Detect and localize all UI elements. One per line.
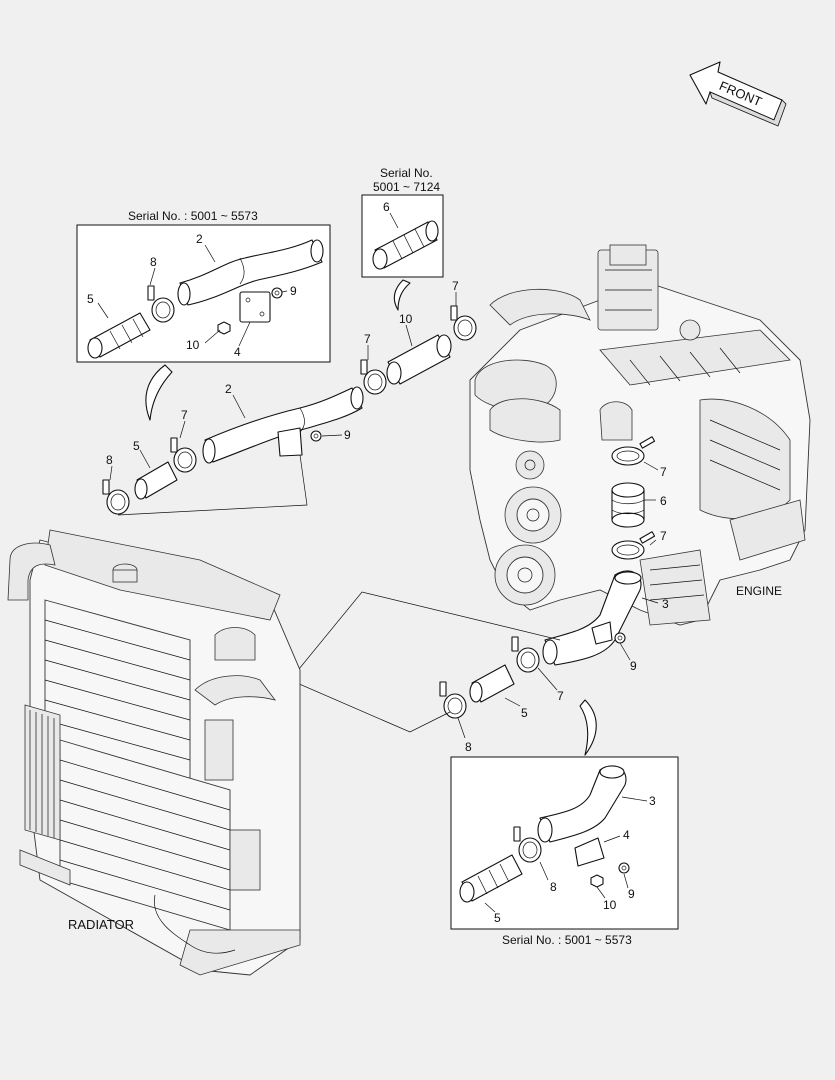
callout-b-8: 8 (465, 740, 472, 754)
callout-tl-9: 9 (290, 284, 297, 298)
callout-b-7: 7 (557, 689, 564, 703)
inset-top-middle: Serial No. 5001 ~ 7124 6 (361, 166, 444, 278)
callout-br-4: 4 (623, 828, 630, 842)
lower-hose-group: 7 5 8 (289, 591, 564, 754)
callout-m-9: 9 (344, 428, 351, 442)
callout-br-9: 9 (628, 887, 635, 901)
callout-tl-5: 5 (87, 292, 94, 306)
callout-m-7a: 7 (452, 279, 459, 293)
callout-r-3: 3 (662, 597, 669, 611)
inset-bottom-right-title: Serial No. : 5001 ~ 5573 (502, 933, 632, 947)
inset-top-middle-title-1: Serial No. (380, 166, 433, 180)
callout-r-9: 9 (630, 659, 637, 673)
callout-tm-6: 6 (383, 200, 390, 214)
callout-br-3: 3 (649, 794, 656, 808)
callout-m-7b: 7 (364, 332, 371, 346)
callout-tl-2: 2 (196, 232, 203, 246)
pipe-2-group: 10 7 7 2 7 9 5 8 (102, 279, 477, 516)
callout-r-7a: 7 (660, 465, 667, 479)
callout-b-5: 5 (521, 706, 528, 720)
inset-top-middle-title-2: 5001 ~ 7124 (373, 180, 440, 194)
callout-tl-4: 4 (234, 345, 241, 359)
inset-bottom-right: Serial No. : 5001 ~ 5573 3 4 8 9 10 5 (450, 756, 679, 947)
radiator-assembly (7, 529, 301, 976)
callout-r-7b: 7 (660, 529, 667, 543)
radiator-label: RADIATOR (68, 917, 134, 932)
callout-m-10: 10 (399, 312, 413, 326)
inset-pointer-right (579, 699, 597, 756)
callout-tl-10: 10 (186, 338, 200, 352)
inset-pointer-left (145, 364, 173, 421)
inset-top-left: Serial No. : 5001 ~ 5573 2 8 9 5 10 4 (76, 209, 331, 363)
callout-r-6: 6 (660, 494, 667, 508)
pipe-3-group: 7 6 7 3 9 (542, 436, 669, 673)
callout-m-5: 5 (133, 439, 140, 453)
inset-top-left-title: Serial No. : 5001 ~ 5573 (128, 209, 258, 223)
callout-br-8: 8 (550, 880, 557, 894)
engine-assembly (469, 244, 811, 626)
engine-label: ENGINE (736, 584, 782, 598)
callout-br-10: 10 (603, 898, 617, 912)
callout-m-2: 2 (225, 382, 232, 396)
inset-pointer-middle (393, 279, 411, 311)
callout-br-5: 5 (494, 911, 501, 925)
callout-m-8: 8 (106, 453, 113, 467)
front-arrow-icon: FRONT (689, 61, 787, 127)
callout-tl-8: 8 (150, 255, 157, 269)
callout-m-7c: 7 (181, 408, 188, 422)
